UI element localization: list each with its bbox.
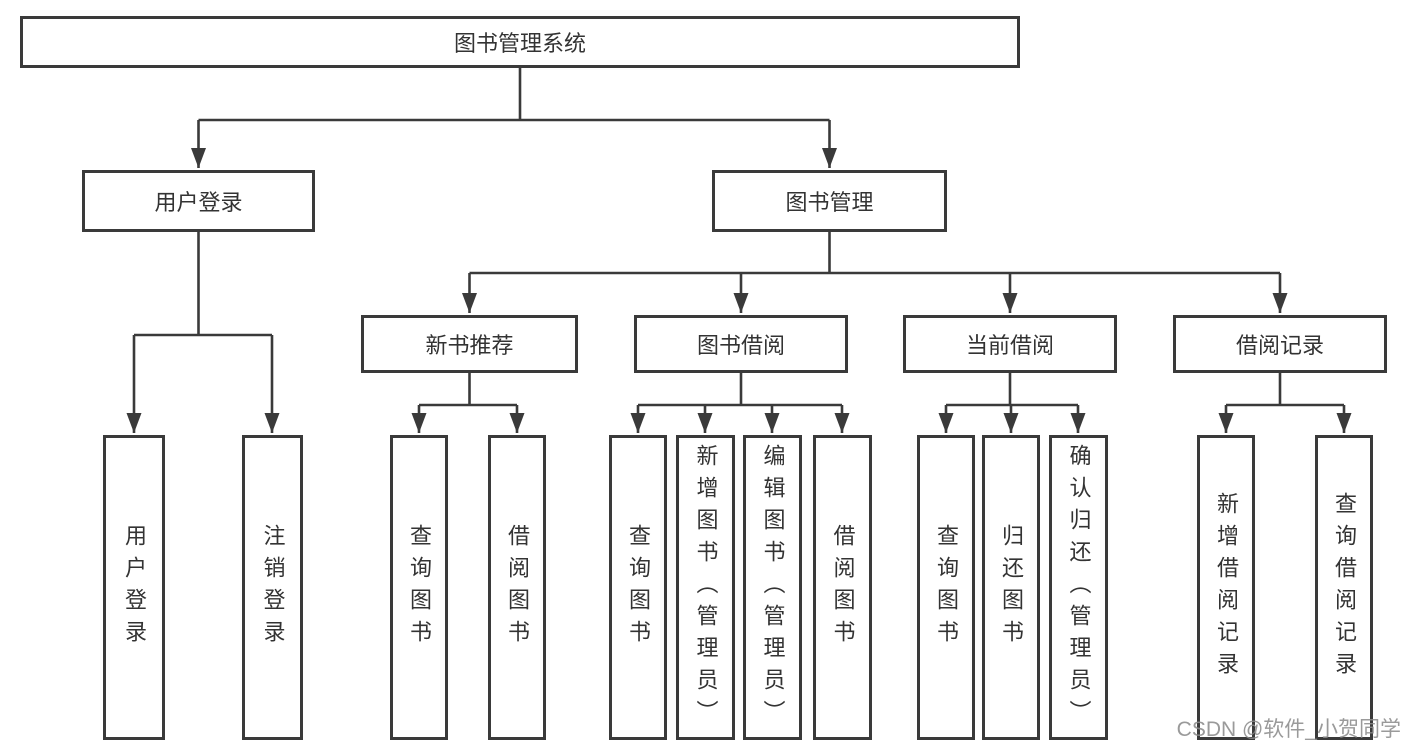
tree-edges <box>126 68 1352 433</box>
leaf-borrow-edit-book-admin: 编辑图书（管理员） <box>743 435 802 740</box>
leaf-borrow-edit-book-admin-label: 编辑图书（管理员） <box>760 443 786 732</box>
node-book-management-label: 图书管理 <box>785 190 874 215</box>
leaf-rec-query-book: 查询图书 <box>390 435 448 740</box>
leaf-user-login-label: 用户登录 <box>122 523 147 652</box>
node-new-book-recommendation-label: 新书推荐 <box>425 333 514 358</box>
leaf-current-return-book: 归还图书 <box>982 435 1040 740</box>
leaf-borrow-query-book-label: 查询图书 <box>626 523 651 652</box>
leaf-records-query-record-label: 查询借阅记录 <box>1332 491 1357 684</box>
leaf-borrow-add-book-admin: 新增图书（管理员） <box>676 435 735 740</box>
node-current-borrowing: 当前借阅 <box>903 315 1117 373</box>
leaf-current-return-book-label: 归还图书 <box>999 523 1024 652</box>
leaf-borrow-add-book-admin-label: 新增图书（管理员） <box>693 443 719 732</box>
leaf-logout: 注销登录 <box>242 435 303 740</box>
node-root-label: 图书管理系统 <box>453 31 586 56</box>
node-borrowing-records: 借阅记录 <box>1173 315 1387 373</box>
leaf-logout-label: 注销登录 <box>260 523 286 652</box>
node-book-borrowing: 图书借阅 <box>634 315 848 373</box>
node-new-book-recommendation: 新书推荐 <box>361 315 578 373</box>
leaf-current-confirm-return-admin: 确认归还（管理员） <box>1049 435 1108 740</box>
leaf-rec-borrow-book: 借阅图书 <box>488 435 546 740</box>
leaf-borrow-query-book: 查询图书 <box>609 435 667 740</box>
leaf-current-query-book-label: 查询图书 <box>934 523 959 652</box>
leaf-rec-borrow-book-label: 借阅图书 <box>505 523 530 652</box>
leaf-records-add-record: 新增借阅记录 <box>1197 435 1255 740</box>
node-book-management: 图书管理 <box>712 170 947 232</box>
node-book-borrowing-label: 图书借阅 <box>696 333 785 358</box>
leaf-current-confirm-return-admin-label: 确认归还（管理员） <box>1066 443 1092 732</box>
leaf-rec-query-book-label: 查询图书 <box>407 523 432 652</box>
leaf-user-login: 用户登录 <box>103 435 165 740</box>
node-user-login: 用户登录 <box>82 170 315 232</box>
leaf-records-query-record: 查询借阅记录 <box>1315 435 1373 740</box>
node-borrowing-records-label: 借阅记录 <box>1235 333 1324 358</box>
leaf-borrow-borrow-book-label: 借阅图书 <box>830 523 856 652</box>
csdn-watermark: CSDN @软件_小贺同学 <box>1176 718 1401 741</box>
leaf-records-add-record-label: 新增借阅记录 <box>1214 491 1239 684</box>
leaf-borrow-borrow-book: 借阅图书 <box>813 435 872 740</box>
node-root: 图书管理系统 <box>20 16 1020 68</box>
leaf-current-query-book: 查询图书 <box>917 435 975 740</box>
node-user-login-label: 用户登录 <box>154 190 243 215</box>
node-current-borrowing-label: 当前借阅 <box>965 333 1054 358</box>
